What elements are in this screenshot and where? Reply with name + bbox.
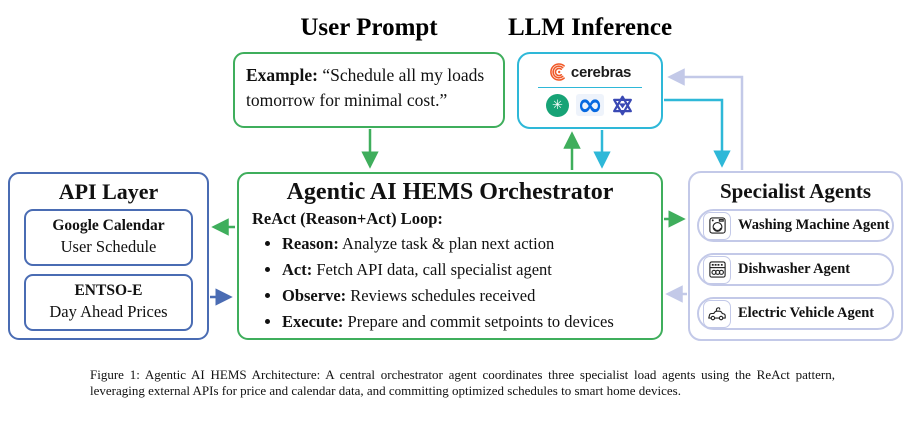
api-layer-title: API Layer — [58, 179, 159, 204]
meta-logo-icon: ∞ — [576, 87, 604, 123]
step-label: Reason: — [282, 233, 339, 253]
llm-logo-row: ✳ ∞ — [546, 87, 634, 123]
orchestrator-box: Agentic AI HEMS Orchestrator ReAct (Reas… — [237, 172, 663, 340]
llm-inference-heading: LLM Inference — [507, 14, 673, 41]
washing-machine-agent-pill: Washing Machine Agent — [697, 209, 894, 242]
llm-inference-box: cerebras ✳ ∞ — [517, 52, 663, 129]
cerebras-arcs-icon — [550, 63, 565, 81]
user-prompt-heading: User Prompt — [300, 14, 438, 41]
loop-step-observe: Observe: Reviews schedules received — [282, 283, 648, 309]
api-item-name: Google Calendar — [52, 217, 165, 234]
openai-logo-icon: ✳ — [546, 93, 570, 117]
specialist-agents-title: Specialist Agents — [719, 179, 872, 203]
llm-divider — [538, 87, 642, 88]
cerebras-logo: cerebras — [549, 61, 631, 83]
qwen-logo-icon — [612, 95, 632, 115]
example-label: Example: — [246, 65, 318, 85]
orchestrator-title: Agentic AI HEMS Orchestrator — [286, 179, 614, 205]
agent-label: Washing Machine Agent — [738, 217, 890, 233]
step-text: Analyze task & plan next action — [338, 233, 555, 253]
react-loop-heading: ReAct (Reason+Act) Loop: — [252, 208, 443, 228]
step-label: Act: — [282, 259, 313, 279]
cerebras-wordmark: cerebras — [570, 63, 632, 81]
specialist-agents-box: Specialist Agents Washing Machine Agent — [688, 171, 903, 341]
electric-vehicle-icon — [703, 299, 731, 328]
agent-label: Dishwasher Agent — [738, 261, 851, 277]
api-item-name: ENTSO-E — [74, 282, 143, 299]
arrow-specialists-to-llm — [667, 68, 744, 170]
washing-machine-icon — [703, 211, 731, 240]
step-label: Execute: — [282, 311, 344, 331]
api-item-desc: Day Ahead Prices — [49, 302, 168, 321]
electric-vehicle-agent-pill: Electric Vehicle Agent — [697, 297, 894, 330]
step-text: Prepare and commit setpoints to devices — [343, 311, 614, 331]
step-label: Observe: — [282, 285, 347, 305]
user-prompt-box: Example: “Schedule all my loads tomorrow… — [233, 52, 505, 128]
react-loop-list: Reason: Analyze task & plan next action … — [252, 231, 648, 335]
api-item-entsoe: ENTSO-E Day Ahead Prices — [24, 274, 193, 331]
dishwasher-icon — [703, 255, 731, 284]
loop-step-execute: Execute: Prepare and commit setpoints to… — [282, 309, 648, 335]
api-item-google-calendar: Google Calendar User Schedule — [24, 209, 193, 266]
openai-knot-glyph: ✳ — [552, 97, 564, 113]
loop-step-act: Act: Fetch API data, call specialist age… — [282, 257, 648, 283]
step-text: Fetch API data, call specialist agent — [312, 259, 552, 279]
figure-caption: Figure 1: Agentic AI HEMS Architecture: … — [90, 367, 835, 399]
loop-step-reason: Reason: Analyze task & plan next action — [282, 231, 648, 257]
agent-label: Electric Vehicle Agent — [738, 305, 875, 321]
arrow-llm-to-specialists — [664, 98, 731, 168]
dishwasher-agent-pill: Dishwasher Agent — [697, 253, 894, 286]
api-item-desc: User Schedule — [60, 237, 157, 256]
api-layer-box: API Layer Google Calendar User Schedule … — [8, 172, 209, 340]
example-text: “Schedule all my loads tomorrow for mini… — [246, 65, 485, 110]
step-text: Reviews schedules received — [346, 285, 536, 305]
